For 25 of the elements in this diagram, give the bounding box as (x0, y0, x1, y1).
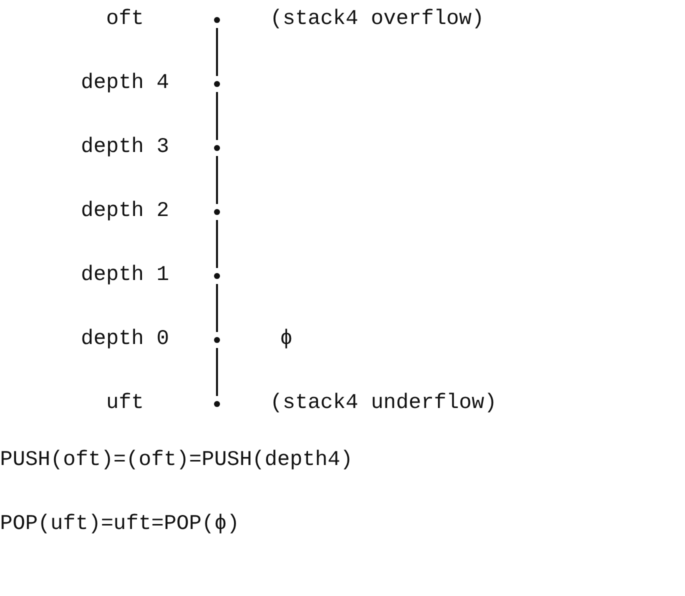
level-note: (stack4 underflow) (270, 391, 497, 417)
level-label: oft (105, 7, 145, 33)
point-marker (214, 145, 220, 151)
point-marker (214, 17, 220, 23)
connector-line (216, 28, 218, 76)
connector-line (216, 220, 218, 268)
level-note: (stack4 overflow) (270, 7, 484, 33)
equation-text: PUSH(oft)=(oft)=PUSH(depth4) (0, 448, 353, 474)
level-label: depth 0 (80, 327, 170, 353)
equation-text: POP(uft)=uft=POP(ϕ) (0, 512, 240, 538)
level-label: uft (105, 391, 145, 417)
point-marker (214, 273, 220, 279)
level-label: depth 3 (80, 135, 170, 161)
connector-line (216, 92, 218, 140)
point-marker (214, 337, 220, 343)
point-marker (214, 209, 220, 215)
connector-line (216, 348, 218, 396)
connector-line (216, 284, 218, 332)
connector-line (216, 156, 218, 204)
level-label: depth 2 (80, 199, 170, 225)
point-marker (214, 81, 220, 87)
level-label: depth 1 (80, 263, 170, 289)
point-marker (214, 401, 220, 407)
level-note: ϕ (280, 327, 293, 353)
level-label: depth 4 (80, 71, 170, 97)
